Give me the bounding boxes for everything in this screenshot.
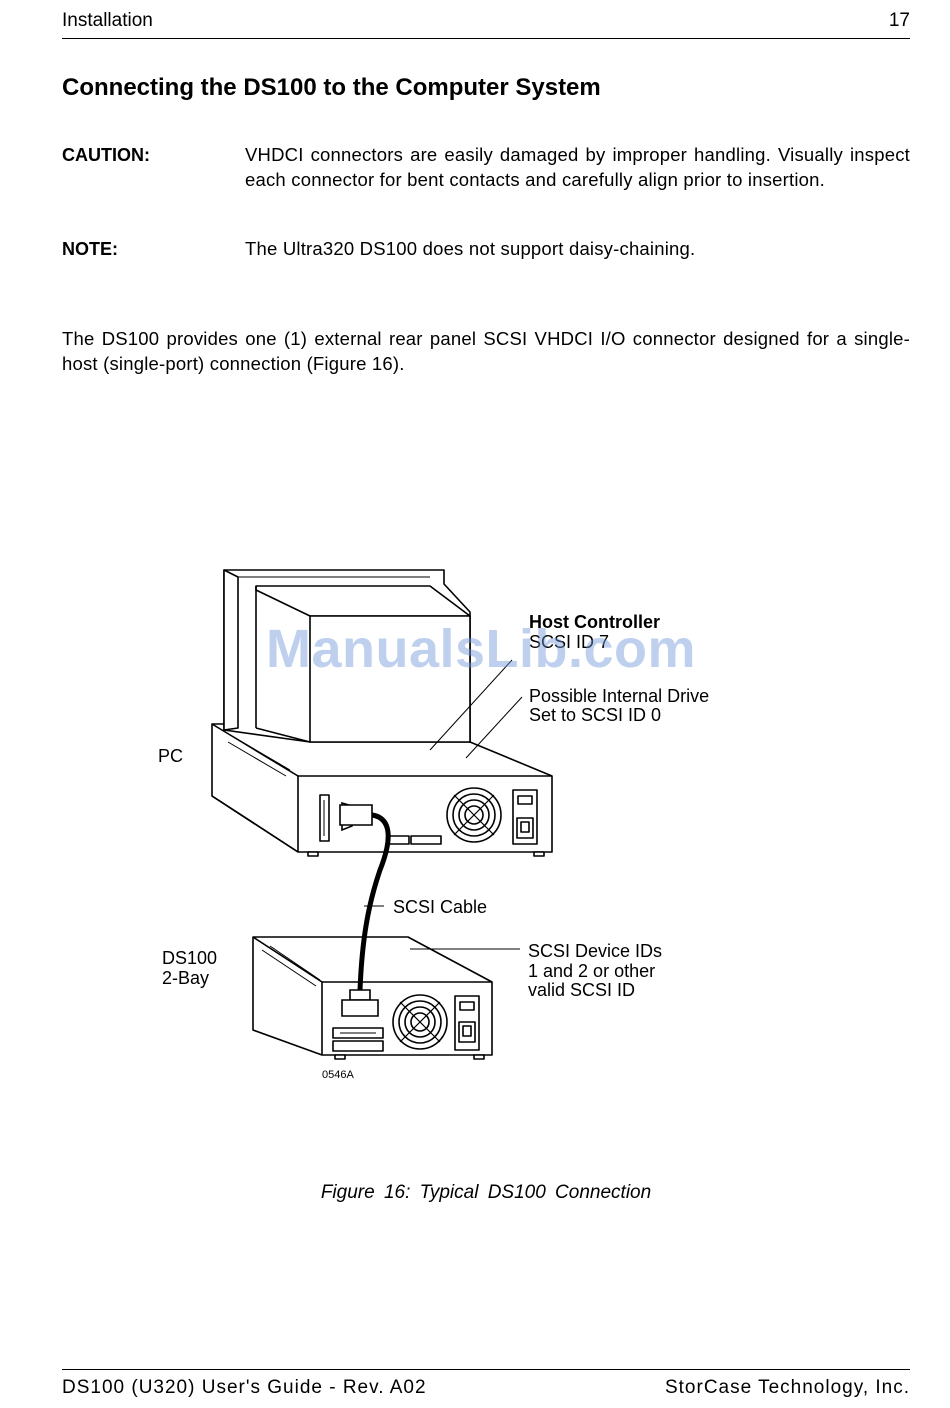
device-ids-label-line2: 1 and 2 or other [528,961,656,981]
header-rule [62,38,910,39]
ds100-label-line1: DS100 [162,948,218,968]
caution-text: VHDCI connectors are easily damaged by i… [245,144,910,190]
host-controller-id-label: SCSI ID 7 [529,632,610,652]
footer-rule [62,1369,910,1370]
running-header-section: Installation [62,10,153,31]
page-number: 17 [888,10,910,31]
figure-code: 0546A [322,1069,354,1081]
scsi-cable [340,803,388,1016]
internal-drive-label-line1: Possible Internal Drive [529,686,710,706]
footer-left: DS100 (U320) User's Guide - Rev. A02 [62,1377,427,1398]
ds100-label-line2: 2-Bay [162,968,210,988]
pc-label: PC [158,746,184,766]
host-controller-label: Host Controller [529,612,661,632]
host-controller-leader [430,660,512,750]
page-title: Connecting the DS100 to the Computer Sys… [62,74,601,101]
pc-base-body [212,724,552,852]
caution-label: CAUTION: [62,145,150,165]
device-ids-label-line1: SCSI Device IDs [528,941,663,961]
internal-drive-label-line2: Set to SCSI ID 0 [529,705,662,725]
internal-drive-leader [466,697,522,758]
body-paragraph: The DS100 provides one (1) external rear… [62,328,910,374]
note-text: The Ultra320 DS100 does not support dais… [245,238,696,259]
scsi-cable-label: SCSI Cable [393,897,488,917]
figure-caption: Figure 16: Typical DS100 Connection [320,1182,652,1203]
watermark: ManualsLib.com [266,619,697,679]
footer-right: StorCase Technology, Inc. [664,1377,910,1398]
device-ids-label-line3: valid SCSI ID [528,980,636,1000]
note-label: NOTE: [62,239,118,259]
